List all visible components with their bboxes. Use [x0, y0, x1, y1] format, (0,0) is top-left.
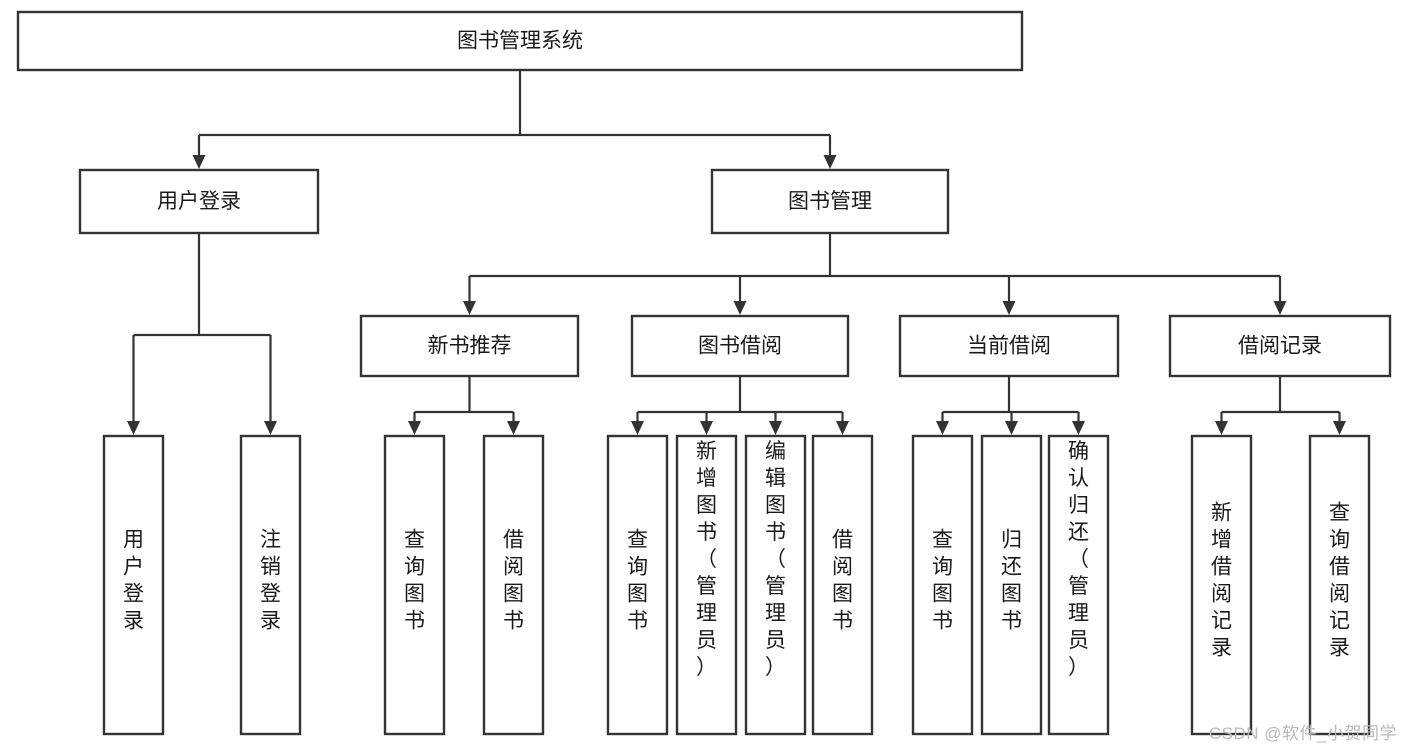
node-label-leaf-borrow-book-2: 借阅图书 [832, 529, 853, 633]
node-box-leaf-logout [239, 434, 302, 736]
node-label-leaf-query-book-2: 查询图书 [627, 529, 648, 633]
node-borrow-record[interactable]: 借阅记录 [1168, 314, 1392, 378]
node-label-leaf-confirm-return-admin: 确认归还（管理员） [1068, 440, 1089, 679]
node-leaf-return-book[interactable]: 归还图书 [980, 434, 1043, 736]
arrow-head-icon [733, 301, 747, 315]
node-label-leaf-query-book-1: 查询图书 [404, 529, 425, 633]
node-label-leaf-add-book-admin: 新增图书（管理员） [696, 440, 717, 679]
arrow-head-icon [507, 421, 520, 435]
node-leaf-query-borrow-record[interactable]: 查询借阅记录 [1308, 434, 1371, 736]
arrow-head-icon [700, 421, 713, 435]
node-box-leaf-borrow-book-1 [482, 434, 545, 736]
node-box-root [16, 10, 1024, 72]
node-new-book-recommend[interactable]: 新书推荐 [359, 314, 580, 378]
node-label-book-management: 图书管理 [788, 190, 872, 213]
node-leaf-user-login[interactable]: 用户登录 [102, 434, 165, 736]
arrow-head-icon [1215, 421, 1228, 435]
csdn-watermark: CSDN @软件_小贺同学 [1208, 724, 1397, 743]
node-label-current-borrow: 当前借阅 [967, 335, 1051, 358]
node-box-user-login [78, 168, 320, 235]
arrow-head-icon [1005, 421, 1018, 435]
connectors-layer [127, 70, 1346, 435]
node-leaf-add-borrow-record[interactable]: 新增借阅记录 [1190, 434, 1253, 736]
node-label-leaf-logout: 注销登录 [260, 529, 281, 633]
node-book-borrow[interactable]: 图书借阅 [630, 314, 850, 378]
arrow-head-icon [631, 421, 644, 435]
node-box-leaf-query-book-1 [383, 434, 446, 736]
node-label-root: 图书管理系统 [457, 30, 583, 53]
node-leaf-logout[interactable]: 注销登录 [239, 434, 302, 736]
arrow-head-icon [836, 421, 849, 435]
node-box-new-book-recommend [359, 314, 580, 378]
arrow-head-icon [1333, 421, 1346, 435]
node-box-borrow-record [1168, 314, 1392, 378]
node-label-leaf-edit-book-admin: 编辑图书（管理员） [765, 440, 786, 679]
node-box-leaf-edit-book-admin [744, 434, 807, 736]
node-box-leaf-confirm-return-admin [1047, 434, 1110, 736]
arrow-head-icon [936, 421, 949, 435]
node-leaf-query-book-3[interactable]: 查询图书 [911, 434, 974, 736]
arrow-head-icon [127, 421, 140, 435]
arrow-head-icon [192, 155, 206, 169]
node-label-leaf-query-book-3: 查询图书 [932, 529, 953, 633]
node-leaf-query-book-2[interactable]: 查询图书 [606, 434, 669, 736]
node-leaf-borrow-book-2[interactable]: 借阅图书 [811, 434, 874, 736]
node-leaf-borrow-book-1[interactable]: 借阅图书 [482, 434, 545, 736]
node-label-leaf-return-book: 归还图书 [1001, 529, 1022, 633]
arrow-head-icon [408, 421, 421, 435]
node-box-leaf-add-book-admin [675, 434, 738, 736]
node-box-book-management [710, 168, 950, 235]
node-leaf-confirm-return-admin[interactable]: 确认归还（管理员） [1047, 434, 1110, 736]
node-label-leaf-query-borrow-record: 查询借阅记录 [1329, 502, 1350, 660]
node-current-borrow[interactable]: 当前借阅 [898, 314, 1120, 378]
node-box-leaf-return-book [980, 434, 1043, 736]
arrow-head-icon [769, 421, 782, 435]
node-label-user-login: 用户登录 [157, 190, 241, 213]
node-box-book-borrow [630, 314, 850, 378]
node-leaf-edit-book-admin[interactable]: 编辑图书（管理员） [744, 434, 807, 736]
node-label-borrow-record: 借阅记录 [1238, 335, 1322, 358]
node-label-leaf-add-borrow-record: 新增借阅记录 [1211, 502, 1232, 660]
node-box-current-borrow [898, 314, 1120, 378]
node-leaf-query-book-1[interactable]: 查询图书 [383, 434, 446, 736]
node-label-book-borrow: 图书借阅 [698, 335, 782, 358]
node-box-leaf-add-borrow-record [1190, 434, 1253, 736]
node-box-leaf-query-book-3 [911, 434, 974, 736]
node-leaf-add-book-admin[interactable]: 新增图书（管理员） [675, 434, 738, 736]
node-box-leaf-user-login [102, 434, 165, 736]
nodes-layer: 图书管理系统用户登录图书管理新书推荐图书借阅当前借阅借阅记录用户登录注销登录查询… [16, 10, 1392, 736]
arrow-head-icon [1002, 301, 1016, 315]
node-label-new-book-recommend: 新书推荐 [428, 335, 512, 358]
arrow-head-icon [1273, 301, 1287, 315]
arrow-head-icon [463, 301, 476, 315]
node-box-leaf-query-book-2 [606, 434, 669, 736]
arrow-head-icon [823, 155, 837, 169]
node-label-leaf-borrow-book-1: 借阅图书 [503, 529, 524, 633]
node-book-management[interactable]: 图书管理 [710, 168, 950, 235]
node-box-leaf-borrow-book-2 [811, 434, 874, 736]
node-label-leaf-user-login: 用户登录 [123, 529, 144, 633]
arrow-head-icon [1072, 421, 1085, 435]
arrow-head-icon [264, 421, 277, 435]
node-user-login[interactable]: 用户登录 [78, 168, 320, 235]
node-root[interactable]: 图书管理系统 [16, 10, 1024, 72]
node-box-leaf-query-borrow-record [1308, 434, 1371, 736]
